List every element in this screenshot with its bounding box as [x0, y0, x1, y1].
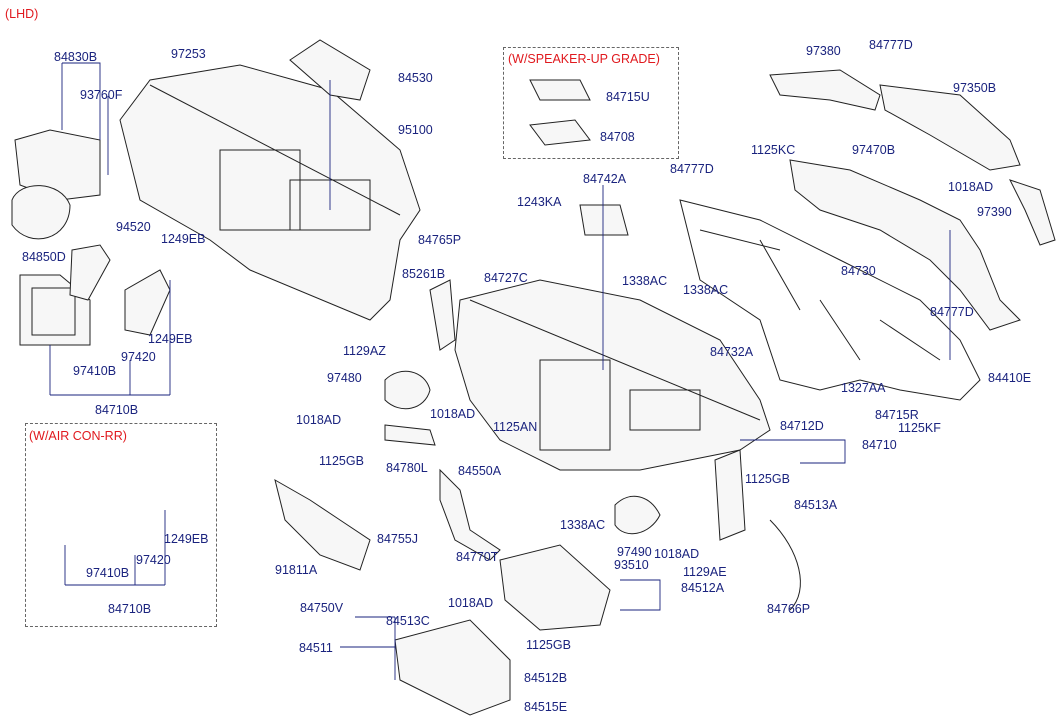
- callout-label: 84715U: [606, 90, 650, 104]
- callout-label: 84708: [600, 130, 635, 144]
- crash-pad-lower-shape: [454, 279, 771, 471]
- callout-label: 84830B: [54, 50, 98, 64]
- callout-label: 1327AA: [841, 381, 886, 395]
- callout-label: 84712D: [780, 419, 824, 433]
- airbag-module-shape: [289, 39, 371, 101]
- callout-label: 93760F: [80, 88, 123, 102]
- callout-label: 84710B: [95, 403, 139, 417]
- callout-label: 1125AN: [493, 420, 538, 434]
- callout-label: 97420: [136, 553, 171, 567]
- callout-label: 1018AD: [430, 407, 476, 421]
- callout-label: 94520: [116, 220, 151, 234]
- glove-box-shape: [394, 619, 511, 716]
- callout-label: 84710B: [108, 602, 152, 616]
- callout-label: 84513C: [386, 614, 430, 628]
- callout-label: 1129AE: [683, 565, 727, 579]
- aircon-rr-title: (W/AIR CON-RR): [29, 429, 127, 443]
- callout-label: 97410B: [73, 364, 117, 378]
- callout-label: 84780L: [386, 461, 428, 475]
- callout-label: 97253: [171, 47, 206, 61]
- steering-cover-shape: [11, 185, 71, 240]
- callout-label: 1249EB: [148, 332, 193, 346]
- callout-label: 91811A: [275, 563, 318, 577]
- callout-label: 84511: [299, 641, 333, 655]
- speaker-upgrade-box: [503, 47, 679, 159]
- callout-label: 84410E: [988, 371, 1032, 385]
- callout-label: 97420: [121, 350, 156, 364]
- callout-label: 84777D: [670, 162, 714, 176]
- callout-label: 1338AC: [683, 283, 729, 297]
- callout-label: 1338AC: [560, 518, 606, 532]
- callout-label: 95100: [398, 123, 433, 137]
- callout-label: 1125KF: [898, 421, 941, 435]
- callout-label: 1125GB: [319, 454, 364, 468]
- callout-label: 97380: [806, 44, 841, 58]
- callout-label: 97350B: [953, 81, 997, 95]
- callout-label: 1249EB: [161, 232, 206, 246]
- cluster-fascia-shape: [14, 129, 101, 201]
- callout-label: 84550A: [458, 464, 502, 478]
- callout-label: 1125KC: [751, 143, 796, 157]
- callout-label: 1018AD: [948, 180, 994, 194]
- callout-label: 1125GB: [745, 472, 790, 486]
- cowl-crossbar-shape: [679, 199, 981, 401]
- callout-label: 84755J: [377, 532, 419, 546]
- callout-label: 84766P: [767, 602, 811, 616]
- callout-label: 84770T: [456, 550, 499, 564]
- speaker-upgrade-title: (W/SPEAKER-UP GRADE): [508, 52, 660, 66]
- callout-label: 84515E: [524, 700, 568, 714]
- callout-label: 84530: [398, 71, 433, 85]
- callout-label: 1125GB: [526, 638, 571, 652]
- callout-label: 84710: [862, 438, 897, 452]
- callout-label: 93510: [614, 558, 649, 572]
- center-duct-shape: [789, 159, 1021, 331]
- callout-label: 1243KA: [517, 195, 562, 209]
- callout-label: 84512A: [681, 581, 725, 595]
- crash-pad-upper-shape: [119, 64, 421, 321]
- callout-label: 97490: [617, 545, 652, 559]
- callout-label: 1338AC: [622, 274, 668, 288]
- callout-label: 97410B: [86, 566, 130, 580]
- callout-label: 84715R: [875, 408, 919, 422]
- callout-label: 84730: [841, 264, 876, 278]
- callout-label: 84765P: [418, 233, 462, 247]
- callout-label: 1018AD: [654, 547, 700, 561]
- callout-label: 84512B: [524, 671, 568, 685]
- callout-label: 84850D: [22, 250, 66, 264]
- callout-label: 1018AD: [296, 413, 342, 427]
- callout-label: 84777D: [930, 305, 974, 319]
- callout-label: 1249EB: [164, 532, 209, 546]
- callout-label: 84742A: [583, 172, 627, 186]
- aircon-rr-box: [25, 423, 217, 627]
- callout-label: 85261B: [402, 267, 446, 281]
- callout-label: 84727C: [484, 271, 528, 285]
- variant-tag: (LHD): [5, 7, 39, 21]
- callout-label: 97470B: [852, 143, 896, 157]
- callout-label: 84513A: [794, 498, 838, 512]
- callout-label: 84750V: [300, 601, 344, 615]
- callout-label: 97480: [327, 371, 362, 385]
- callout-label: 84777D: [869, 38, 913, 52]
- callout-label: 1129AZ: [343, 344, 386, 358]
- callout-label: 97390: [977, 205, 1012, 219]
- callout-label: 1018AD: [448, 596, 494, 610]
- callout-label: 84732A: [710, 345, 754, 359]
